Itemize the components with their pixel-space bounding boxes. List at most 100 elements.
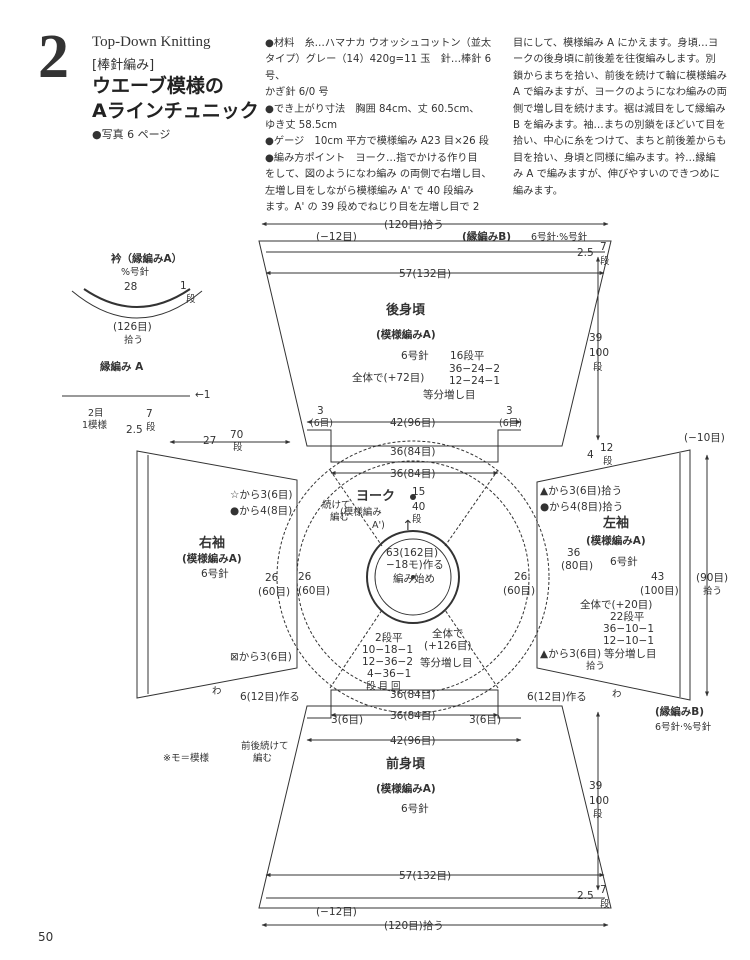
front-title: 前身頃 (386, 756, 426, 772)
front-corner-r: 3(6目) (469, 714, 501, 726)
front-make-r: 6(12目)作る (527, 691, 587, 703)
front-body-outline (258, 705, 612, 909)
yoke-title: ヨーク (356, 489, 395, 504)
back-width-top: 42(96目) (390, 417, 435, 429)
left-sleeve-width-outer: 43 (651, 571, 664, 583)
front-needle: 6号針 (401, 802, 429, 815)
left-sleeve-pick-tri: ▲から3(6目)拾う (540, 484, 622, 497)
left-sleeve-wa: わ (612, 689, 622, 700)
collar-needle: %号針 (121, 266, 150, 278)
edge-a-title: 縁編み A (100, 360, 144, 373)
right-sleeve-pick-star: ☆から3(6目) (230, 489, 292, 501)
instr-line: ●編み方ポイント ヨーク…指でかける作り目 (265, 152, 478, 164)
front-make-l: 6(12目)作る (240, 691, 300, 703)
front-pattern: (模様編みA) (376, 782, 436, 795)
right-sleeve-width-outer2: (60目) (258, 586, 290, 598)
right-sleeve-needle: 6号針 (201, 567, 229, 580)
back-inc-rule: 16段平 (450, 349, 484, 362)
back-body-outline (258, 240, 612, 447)
instr-line: かぎ針 6/0 号 (265, 87, 329, 99)
yoke-outer-circle (276, 440, 550, 714)
yoke-pattern: (模様編み (340, 506, 382, 518)
yoke-inc-rule4: 4−36−1 (367, 668, 411, 680)
front-gusset (307, 689, 521, 719)
front-edge-rows-unit: 段 (600, 898, 610, 910)
left-sleeve-pick-tri2: ▲から3(6目) (540, 648, 601, 660)
back-pattern: (模様編みA) (376, 328, 436, 341)
left-sleeve-pick-label: 拾う (586, 660, 605, 672)
instr-line: ●材料 糸…ハマナカ ウオッシュコットン（並太 (265, 38, 492, 49)
back-inc-rule3: 12−24−1 (449, 375, 500, 387)
instr-line: 鎖からまちを拾い、前後を続けて輪に模様編み (513, 70, 727, 82)
back-title: 後身頃 (386, 302, 426, 318)
neck-circle-outer (366, 530, 460, 624)
right-sleeve-length: 27 (203, 435, 216, 447)
neck-circle-inner (374, 538, 452, 616)
edge-a-rows-unit: 段 (146, 421, 156, 433)
yoke-start: 編み始め (393, 572, 435, 585)
front-corner-l: 3(6目) (331, 714, 363, 726)
back-top-pickup: (120目)拾う (384, 218, 444, 231)
right-sleeve-rows-unit: 段 (233, 441, 243, 453)
left-sleeve-pick-total-label: 拾う (703, 585, 722, 597)
collar-width: 28 (124, 281, 137, 293)
yoke-rows-unit: 段 (412, 513, 422, 525)
back-edge-h: 2.5 (577, 247, 594, 259)
edge-a-height: 2.5 (126, 424, 143, 436)
instr-line: をして、図のようになわ編み の両側で右増し目、 (265, 169, 492, 181)
yoke-side-st-l: (60目) (298, 585, 330, 597)
yoke-raglan-1 (329, 469, 383, 547)
front-side-rows: 100 (589, 795, 609, 807)
back-gusset-rows: 12 (600, 442, 613, 454)
left-sleeve-inc-total: 全体で(+20目) (580, 598, 652, 611)
left-sleeve-inc-rule: 22段平 (610, 610, 644, 623)
instr-line: ます。A' の 39 段めでねじり目を左増し目で 2 (265, 202, 480, 214)
front-edge-h: 2.5 (577, 890, 594, 902)
left-sleeve-dec-top: (−10目) (684, 432, 725, 444)
left-sleeve-width-inner: 36 (567, 547, 581, 559)
instructions-column-2: 目にして、模様編み A にかえます。身頃…ヨ ークの後身頃に前後差を往復編みしま… (513, 36, 743, 200)
instr-line: B を編みます。袖…まちの別鎖をほどいて目を (513, 120, 726, 132)
front-edge-rows: 7 (600, 884, 607, 896)
yoke-width-bottom: 36(84目) (390, 689, 435, 701)
instr-line: ゆき丈 58.5cm (265, 120, 338, 132)
left-sleeve-edge-b: (縁編みB) (655, 705, 704, 718)
back-needle: 6号針 (401, 349, 429, 362)
edge-a-rows: 7 (146, 408, 153, 420)
instr-line: ●ゲージ 10cm 平方で模様編み A23 目×26 段 (265, 136, 489, 148)
edge-a-arrow: ←1 (195, 389, 210, 401)
front-note: 前後続けて (241, 740, 289, 752)
collar-title: 衿（縁編みA） (111, 252, 182, 265)
yoke-inc-rule5: 段 目 回 (366, 680, 401, 692)
instr-line: 側で増し目を続けます。裾は減目をして縁編み (513, 103, 726, 115)
back-inc-total: 全体で(+72目) (352, 371, 424, 384)
title-technique: [棒針編み] (92, 58, 155, 73)
front-width-yoke: 36(84目) (390, 710, 435, 722)
front-width-top: 42(96目) (390, 735, 435, 747)
pattern-number: 2 (38, 23, 69, 91)
yoke-cable-marker (410, 494, 416, 500)
main-title-line2: Aラインチュニック (92, 100, 259, 122)
main-title: ウエーブ模様の Aラインチュニック (92, 74, 259, 124)
left-sleeve-pick-total: (90目) (696, 572, 728, 584)
back-side-rows: 100 (589, 347, 609, 359)
front-mo-note: ※モ＝模様 (163, 752, 209, 764)
yoke-cast-on2: −18モ)作る (386, 559, 444, 571)
right-sleeve-wa: わ (212, 686, 222, 697)
back-edge-b: (縁編みB) (462, 230, 511, 243)
instr-line: 拾い、中心に糸をつけて、まちと前後差からも (513, 136, 727, 148)
back-gusset-h: 4 (587, 449, 594, 461)
main-title-line1: ウエーブ模様の (92, 75, 224, 97)
yoke-inc-total2: (+126目) (424, 640, 472, 652)
front-width-bottom: 57(132目) (399, 870, 451, 882)
front-pickup-bottom: (120目)拾う (384, 919, 444, 932)
yoke-side-st-r: (60目) (503, 585, 535, 597)
left-sleeve-inc-rule2: 36−10−1 (603, 623, 654, 635)
back-corner-l: 3 (317, 405, 324, 417)
right-sleeve-title: 右袖 (198, 535, 225, 551)
front-dec-bottom: (−12目) (316, 906, 357, 918)
left-sleeve-width-outer2: (100目) (640, 585, 679, 597)
instr-line: 編みます。 (513, 185, 563, 197)
right-sleeve-pick-x: ⊠から3(6目) (230, 651, 292, 663)
